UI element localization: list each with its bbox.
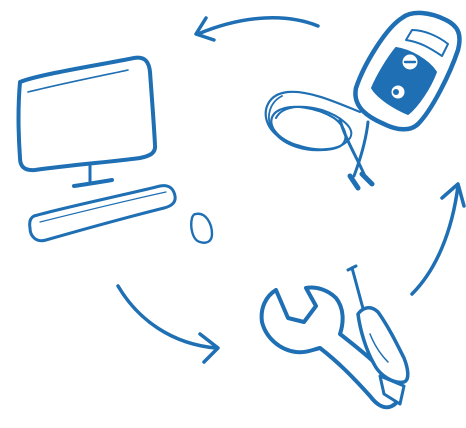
multimeter-icon (266, 13, 460, 188)
tools-icon (262, 266, 408, 407)
arrow-bottom-left (118, 286, 218, 362)
computer-icon (19, 58, 213, 243)
arrow-right (412, 184, 464, 294)
arrow-top (196, 18, 318, 40)
